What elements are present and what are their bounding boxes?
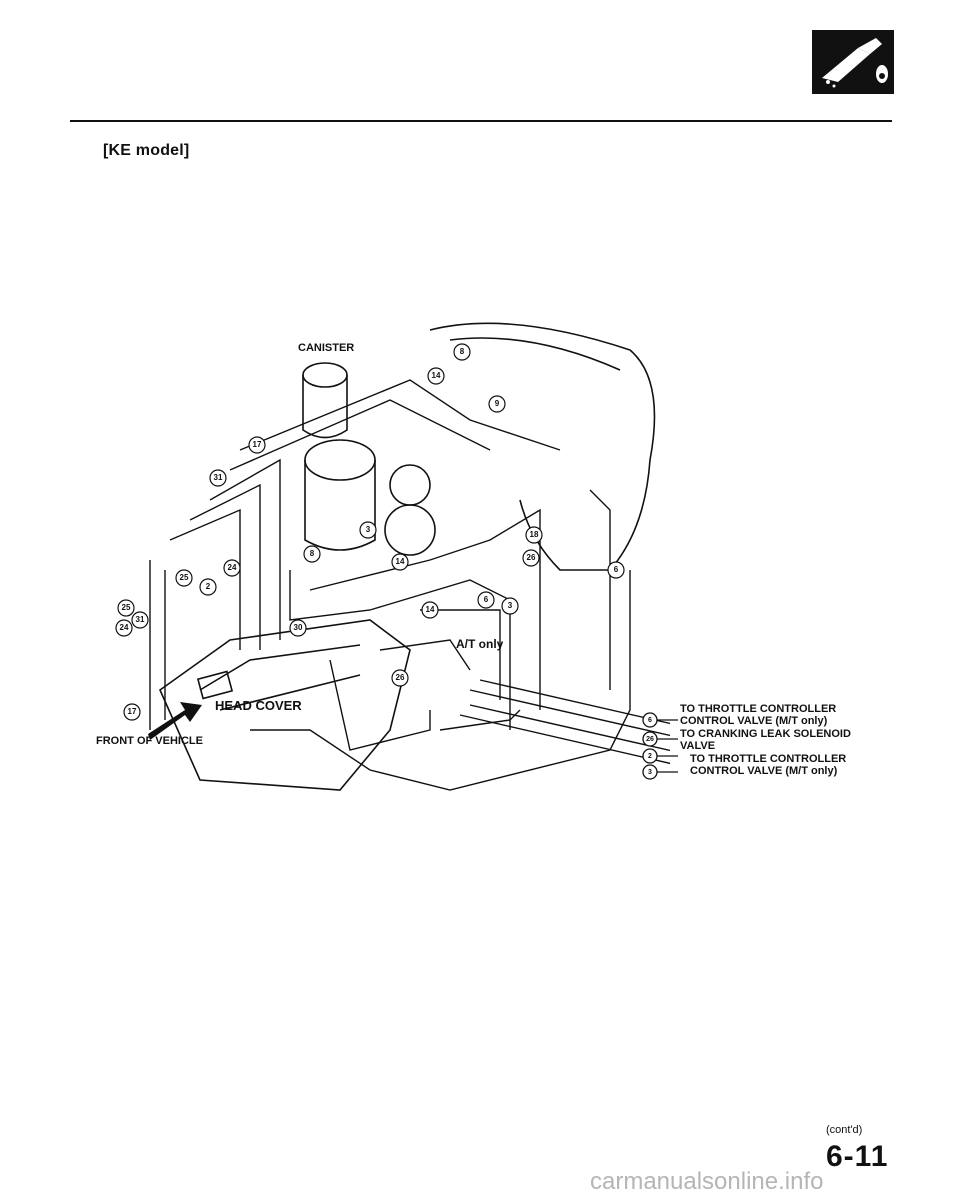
hose-number: 17	[127, 707, 137, 716]
canister-label: CANISTER	[298, 342, 355, 354]
hose-number: 3	[507, 601, 513, 610]
hose-number: 17	[252, 440, 262, 449]
hose-number: 31	[135, 615, 145, 624]
hose-number: 9	[494, 399, 500, 408]
model-title: [KE model]	[103, 142, 190, 159]
destination-callouts	[642, 712, 678, 780]
hose-number: 2	[205, 582, 211, 591]
callout-number: 26	[646, 735, 654, 743]
hose-number: 31	[213, 473, 223, 482]
hose-number: 14	[395, 557, 405, 566]
hose-number: 30	[293, 623, 303, 632]
vacuum-hose-diagram	[115, 322, 670, 791]
destination-line-1: TO THROTTLE CONTROLLER	[680, 703, 837, 715]
hose-number: 24	[119, 623, 129, 632]
destination-line-6: CONTROL VALVE (M/T only)	[690, 765, 838, 777]
destination-line-2: CONTROL VALVE (M/T only)	[680, 715, 828, 727]
hose-number: 26	[526, 553, 536, 562]
hose-number: 25	[121, 603, 131, 612]
hose-number: 14	[431, 371, 441, 380]
head-cover-label: HEAD COVER	[215, 698, 302, 713]
at-only-label: A/T only	[456, 637, 504, 651]
canister-outline	[302, 362, 348, 388]
air-cleaner-outline	[429, 322, 656, 571]
hose-number: 26	[395, 673, 405, 682]
destination-line-3: TO CRANKING LEAK SOLENOID	[680, 728, 851, 740]
page-number: 6-11	[826, 1140, 889, 1173]
hose-number: 6	[483, 595, 489, 604]
hose-number: 18	[529, 530, 539, 539]
hose-lines	[149, 379, 670, 791]
hose-number: 3	[365, 525, 371, 534]
callout-number: 2	[648, 752, 652, 760]
header-rule	[70, 120, 892, 122]
hose-number: 6	[613, 565, 619, 574]
continued-label: (cont'd)	[826, 1124, 863, 1136]
hose-number: 8	[459, 347, 465, 356]
destination-line-4: VALVE	[680, 740, 716, 752]
callout-number: 3	[648, 768, 652, 776]
front-arrow-icon	[148, 702, 202, 740]
hose-number: 8	[309, 549, 315, 558]
hose-number: 14	[425, 605, 435, 614]
engine-block-outline	[159, 619, 411, 791]
hose-number: 25	[179, 573, 189, 582]
emission-section-icon	[812, 30, 894, 94]
throttle-body-outline	[304, 439, 376, 481]
watermark-text: carmanualsonline.info	[590, 1168, 824, 1195]
front-of-vehicle-label: FRONT OF VEHICLE	[96, 735, 203, 747]
hose-number-markers	[115, 343, 625, 721]
hose-number: 24	[227, 563, 237, 572]
callout-number: 6	[648, 716, 652, 724]
destination-line-5: TO THROTTLE CONTROLLER	[690, 753, 847, 765]
